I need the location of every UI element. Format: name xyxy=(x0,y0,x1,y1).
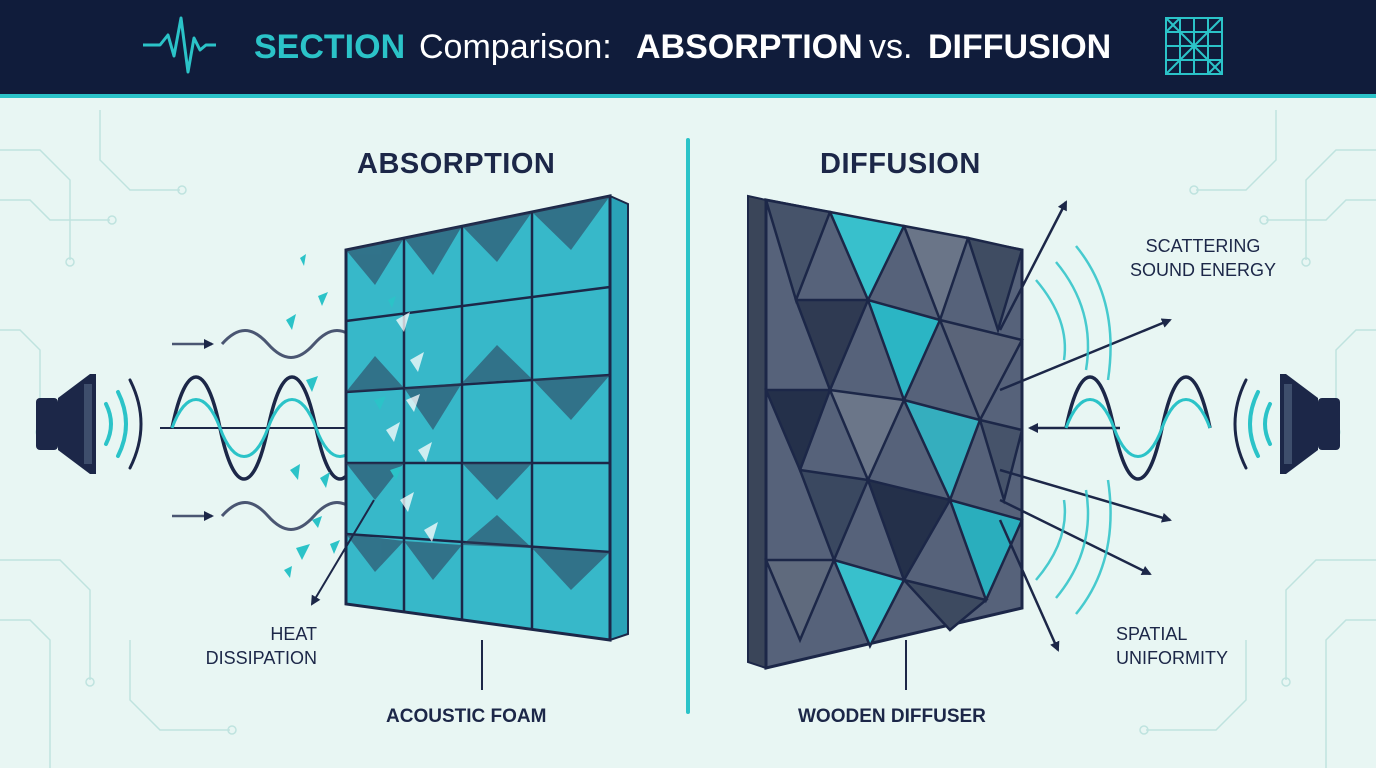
title-absorption-word: ABSORPTION xyxy=(636,28,863,66)
incoming-sound-waves-right xyxy=(1064,375,1212,481)
speaker-icon-right xyxy=(1233,374,1340,474)
spatial-uniformity-annotation: SPATIAL UNIFORMITY xyxy=(1116,622,1228,670)
absorption-title: ABSORPTION xyxy=(357,148,556,180)
heat-dissipation-annotation: HEAT DISSIPATION xyxy=(191,622,317,670)
acoustic-foam-label: ACOUSTIC FOAM xyxy=(386,706,547,727)
heat-dissipation-line2: DISSIPATION xyxy=(205,648,317,668)
waveform-pulse-icon xyxy=(143,16,216,74)
header-icons xyxy=(143,16,1223,75)
scattering-line2: SOUND ENERGY xyxy=(1130,260,1277,280)
scattering-annotation: SCATTERING SOUND ENERGY xyxy=(1130,234,1276,282)
title-comparison-word: Comparison: xyxy=(419,28,612,66)
scattering-arrows xyxy=(998,200,1172,652)
heat-dissipation-line1: HEAT xyxy=(270,624,317,644)
spatial-uniformity-line2: UNIFORMITY xyxy=(1116,648,1228,668)
diffuser-grid-icon xyxy=(1165,17,1223,75)
header-bar xyxy=(0,0,1376,96)
header-accent-line xyxy=(0,94,1376,98)
wooden-diffuser-label: WOODEN DIFFUSER xyxy=(798,706,986,727)
title-diffusion-word: DIFFUSION xyxy=(928,28,1112,66)
acoustic-foam-panel xyxy=(284,194,629,690)
title-vs-word: vs. xyxy=(869,28,913,66)
wooden-diffuser-panel xyxy=(747,194,1024,690)
scattering-line1: SCATTERING xyxy=(1145,236,1261,256)
diffusion-title: DIFFUSION xyxy=(820,148,981,180)
speaker-icon-left xyxy=(36,374,143,474)
circuit-background-decoration xyxy=(0,110,1376,768)
spatial-uniformity-line1: SPATIAL xyxy=(1116,624,1188,644)
title-section-word: SECTION xyxy=(254,28,406,66)
scattered-wavefronts xyxy=(1035,245,1112,615)
